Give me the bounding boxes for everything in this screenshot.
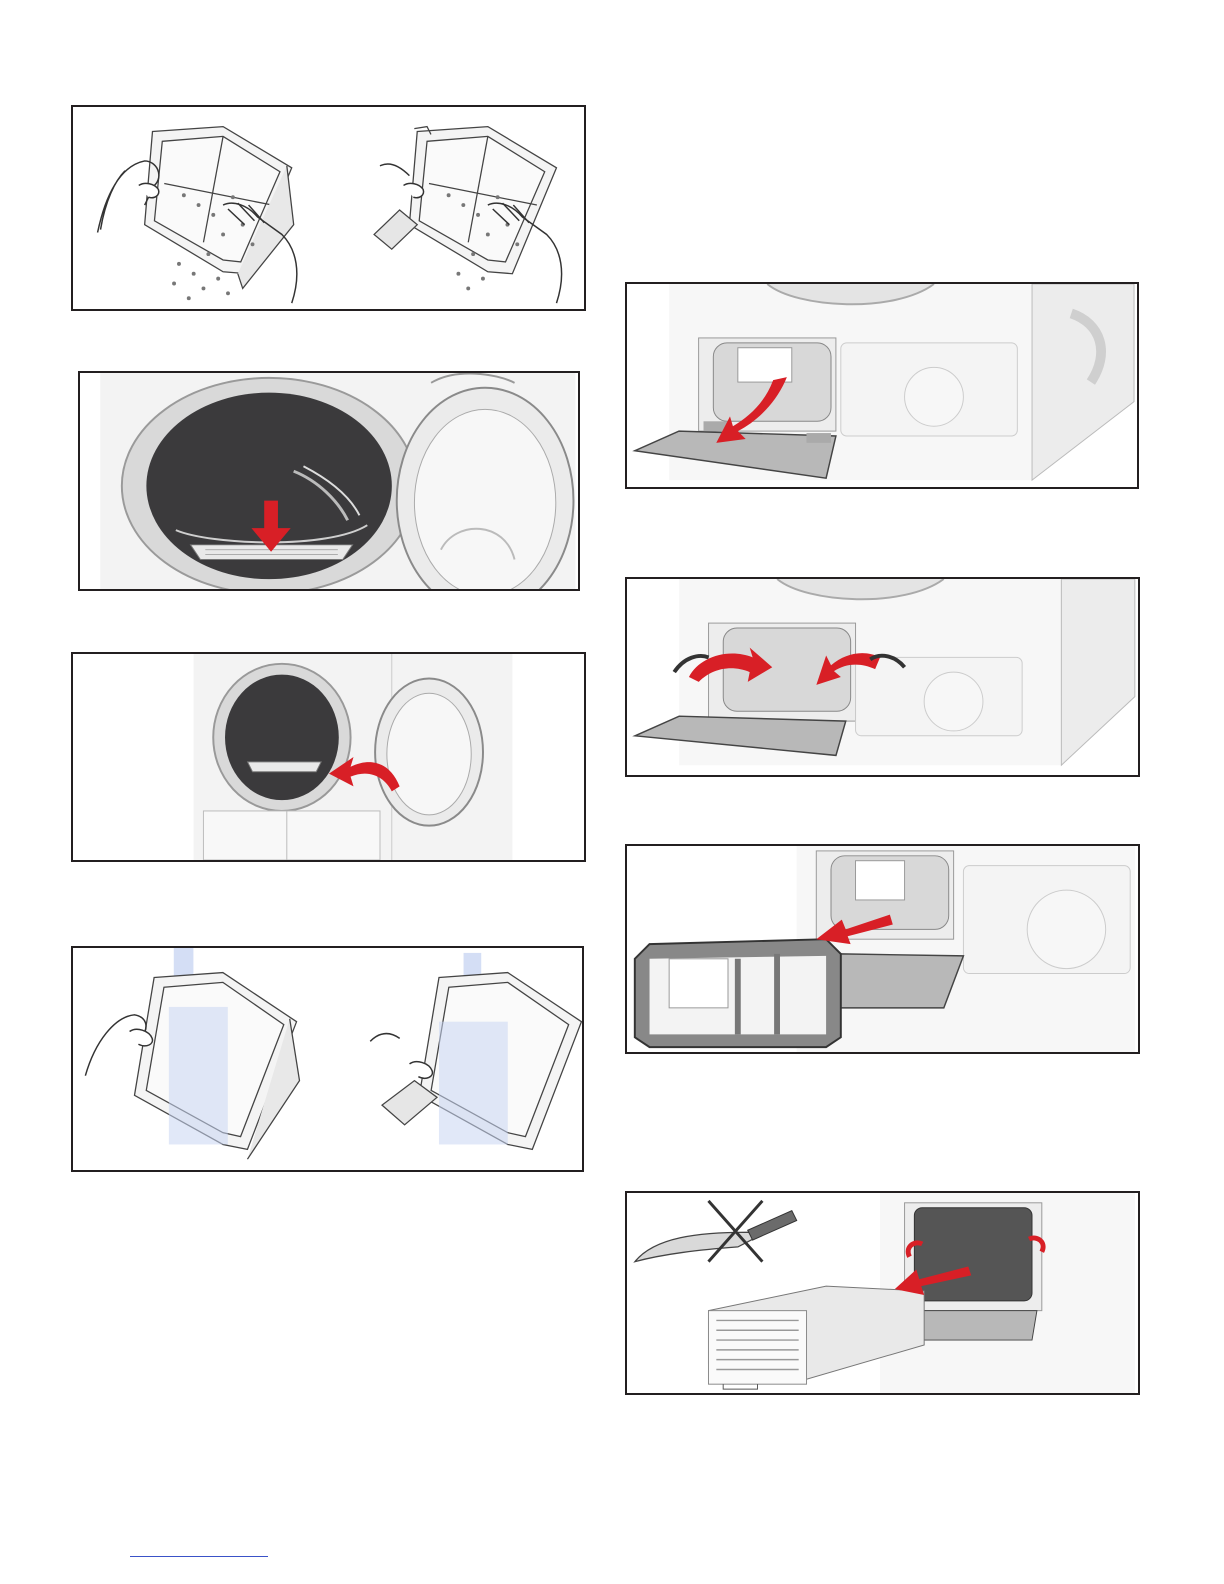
drum-arrow-curve-icon [73, 654, 584, 860]
figure-insert-filter-drum [78, 371, 580, 591]
drum-arrow-down-icon [80, 373, 578, 589]
water-rinse-filter-icon [73, 948, 582, 1170]
flap-open-arrow-icon [627, 284, 1137, 487]
figure-rinse-lint-filter [71, 946, 584, 1172]
footer-link-underline[interactable] [130, 1556, 268, 1557]
no-knife-icon [635, 1201, 797, 1262]
figure-remove-filter-frame [625, 844, 1140, 1054]
figure-unlock-levers [625, 577, 1140, 777]
heat-exchanger-pull-icon [627, 1193, 1138, 1393]
lever-turn-arrow-icon [627, 579, 1138, 775]
figure-open-flap [625, 282, 1139, 489]
hands-lint-filter-icon [73, 107, 584, 309]
frame-pull-arrow-icon [627, 846, 1138, 1052]
figure-shake-lint-filter [71, 105, 586, 311]
figure-close-filter-drum [71, 652, 586, 862]
figure-remove-heat-exchanger [625, 1191, 1140, 1395]
